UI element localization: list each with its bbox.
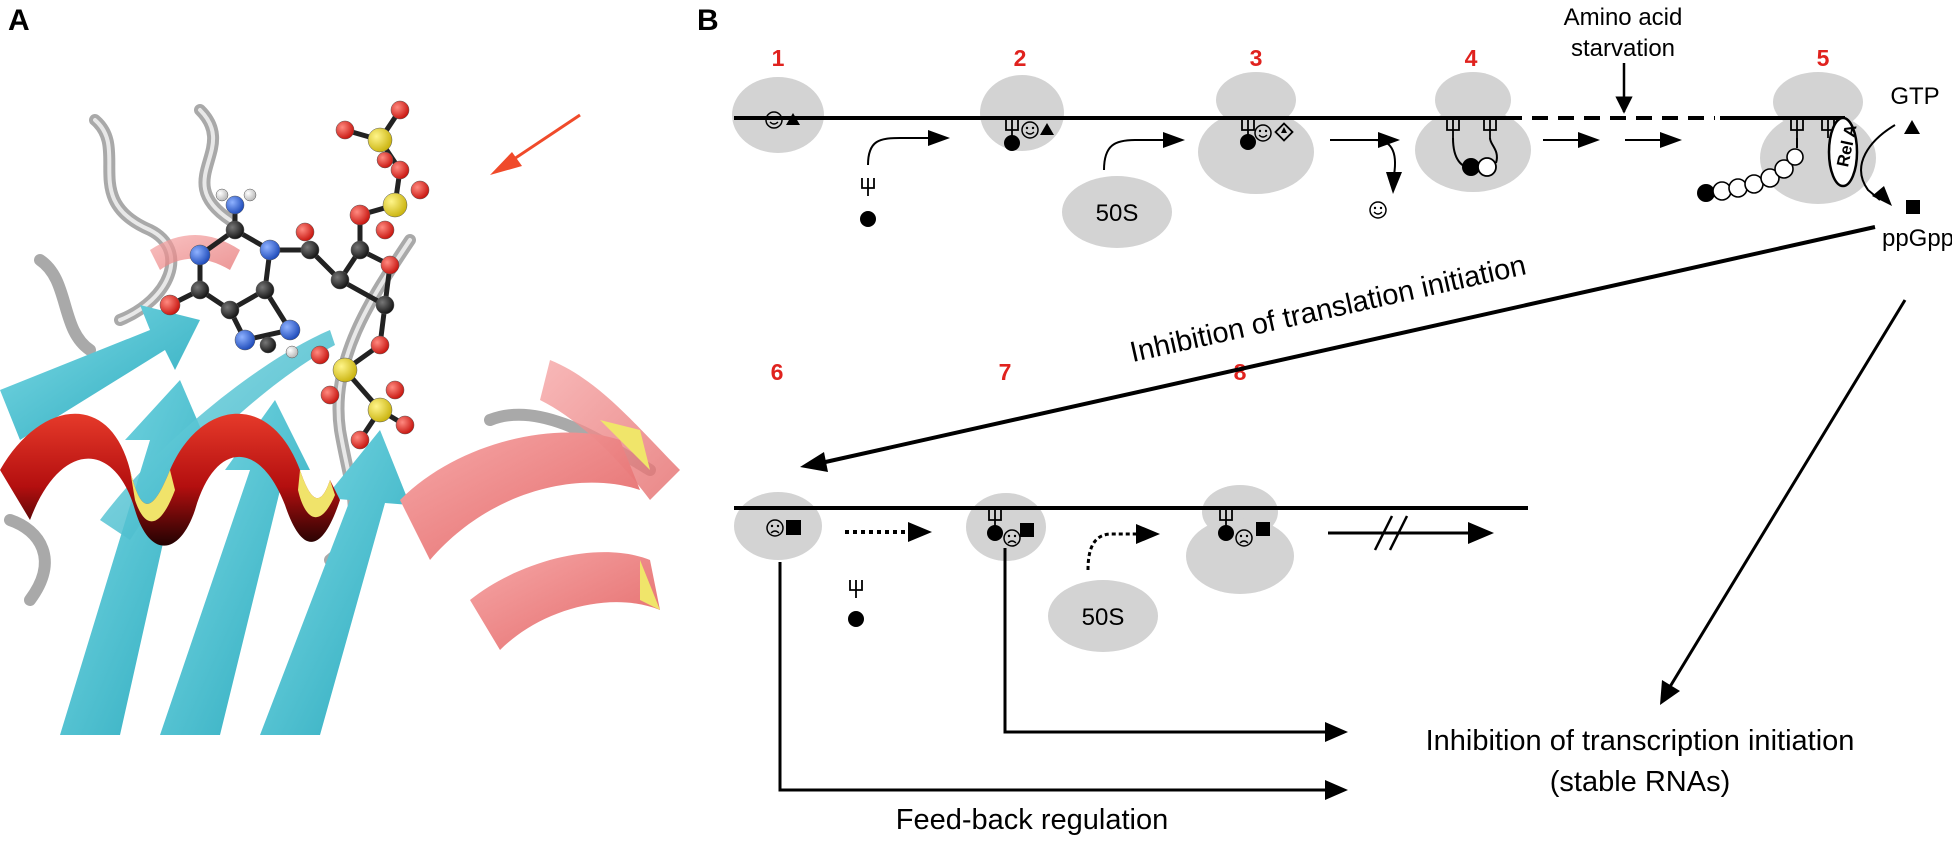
amino-acid-dot xyxy=(1462,158,1480,176)
elongation-arrow xyxy=(1660,132,1682,148)
step-number-1: 1 xyxy=(772,45,785,71)
amino-acid-dot xyxy=(1004,135,1020,151)
feedback-label: Feed-back regulation xyxy=(896,804,1168,836)
step-number-2: 2 xyxy=(1014,45,1027,71)
starvation-label-line1: Amino acid xyxy=(1564,4,1683,31)
amino-acid-dot xyxy=(848,611,864,627)
protein-structure-image xyxy=(0,100,680,735)
step-number-5: 5 xyxy=(1817,45,1830,71)
amino-acid-dot-open xyxy=(1477,157,1497,177)
amino-acid-dot xyxy=(987,525,1003,541)
panel-b-label: B xyxy=(697,4,719,37)
ribosome-shapes-bottom xyxy=(734,485,1294,594)
feedback-arrow-step7 xyxy=(1003,548,1330,734)
amino-acid-dot xyxy=(1240,134,1256,150)
step-number-8: 8 xyxy=(1234,359,1247,385)
subunit-50s-top xyxy=(1062,176,1172,248)
transcription-inhibition-arrow xyxy=(1666,299,1907,691)
subunit-50s-label-bottom: 50S xyxy=(1082,604,1125,631)
subunit-50s-label-top: 50S xyxy=(1096,200,1139,227)
blocked-arrow-7 xyxy=(1086,532,1138,571)
rela-protein xyxy=(1827,116,1859,188)
diamond-icon xyxy=(1274,122,1294,142)
subunit-50s-bottom xyxy=(1048,580,1158,652)
ppgpp-label: ppGpp xyxy=(1882,225,1952,252)
binding-arrow-1 xyxy=(867,137,930,166)
translation-inhibition-arrow xyxy=(811,225,1876,467)
gtp-label: GTP xyxy=(1890,83,1939,110)
step-number-4: 4 xyxy=(1465,45,1478,71)
step-number-7: 7 xyxy=(999,359,1012,385)
binding-arrow-2 xyxy=(1103,139,1165,171)
beta-sheet-strands xyxy=(0,305,410,735)
triangle-icon xyxy=(1904,120,1920,134)
step-number-3: 3 xyxy=(1250,45,1263,71)
panel-a-label: A xyxy=(8,4,30,37)
step-number-6: 6 xyxy=(771,359,784,385)
ppgpp-ligand-atoms xyxy=(159,100,430,450)
trna-fork-icon xyxy=(849,579,863,599)
transcription-inhibition-sublabel: (stable RNAs) xyxy=(1550,766,1731,798)
peptide-chain xyxy=(1697,138,1804,202)
triangle-icon xyxy=(786,113,800,125)
square-icon xyxy=(1020,523,1034,537)
square-icon xyxy=(786,520,801,535)
alpha-helix xyxy=(0,413,340,546)
pointer-arrow xyxy=(490,113,581,175)
transcription-inhibition-label: Inhibition of transcription initiation xyxy=(1426,725,1855,757)
triangle-icon xyxy=(1040,123,1054,135)
smiley-face-icon xyxy=(1369,201,1387,219)
elongation-arrow xyxy=(1578,132,1600,148)
amino-acid-dot xyxy=(1218,525,1234,541)
feedback-arrow-step6 xyxy=(778,562,1330,792)
trna-fork-icon xyxy=(861,177,875,197)
amino-acid-dot xyxy=(860,211,876,227)
panel-a-protein-structure xyxy=(0,35,730,735)
gtp-conversion-arrow xyxy=(1860,124,1896,201)
square-icon xyxy=(1256,522,1270,536)
starvation-label-line2: starvation xyxy=(1571,35,1675,62)
square-icon xyxy=(1906,200,1920,214)
